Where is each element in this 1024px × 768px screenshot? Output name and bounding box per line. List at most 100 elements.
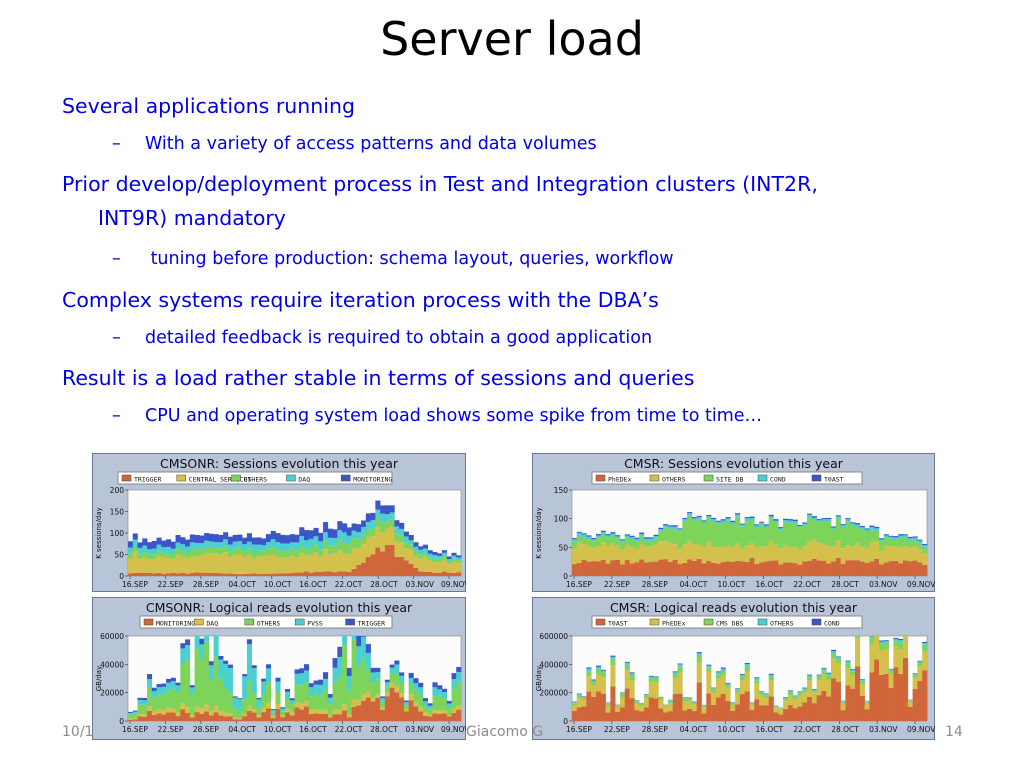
data-bar [677,693,683,721]
data-bar [864,562,870,576]
data-bar [629,680,635,699]
data-bar [147,674,153,680]
data-bar [643,697,650,708]
cmsonr-sessions-chart: CMSONR: Sessions evolution this yearTRIG… [92,453,466,592]
data-bar [180,544,186,552]
data-bar [816,560,822,576]
data-bar [227,551,233,557]
data-bar [422,705,428,713]
data-bar [384,521,390,529]
data-bar [792,708,798,721]
data-bar [624,538,630,545]
data-bar [399,682,405,694]
data-bar [394,673,400,687]
data-bar [199,555,205,573]
x-tick-label: 28.SEP [193,725,219,734]
data-bar [826,696,832,721]
data-bar [667,700,674,703]
data-bar [403,700,409,703]
data-bar [572,710,578,721]
legend-swatch [345,618,355,626]
data-bar [213,705,219,713]
dash-marker: – [112,328,121,348]
data-bar [648,546,654,562]
data-bar [600,542,606,560]
data-bar [720,668,726,671]
data-bar [917,680,923,721]
data-bar [831,653,837,658]
data-bar [375,509,381,517]
data-bar [342,532,348,543]
data-bar [232,697,238,709]
data-bar [619,540,626,543]
data-bar [361,658,367,695]
data-bar [204,704,210,712]
data-bar [572,538,578,540]
data-bar [807,696,813,721]
data-bar [778,528,784,531]
data-bar [332,529,338,539]
data-bar [735,513,741,515]
data-bar [754,527,760,548]
data-bar [137,704,143,715]
data-bar [142,572,148,576]
data-bar [151,573,157,576]
data-bar [365,513,371,522]
data-bar [304,670,310,683]
data-bar [289,704,295,713]
data-bar [399,542,405,557]
data-bar [715,563,722,576]
data-bar [572,702,578,704]
data-bar [132,717,138,720]
data-bar [132,719,138,721]
data-bar [361,535,367,545]
data-bar [869,636,875,639]
data-bar [807,680,813,697]
data-bar [682,521,688,545]
subbullet-text: CPU and operating system load shows some… [145,406,763,426]
data-bar [299,545,305,554]
data-bar [768,674,774,677]
data-bar [204,533,210,541]
data-bar [204,547,210,554]
subbullet-text: tuning before production: schema layout,… [145,249,674,269]
data-bar [624,662,630,665]
data-bar [308,554,314,573]
data-bar [888,535,894,537]
legend-label: OTHERS [662,476,686,484]
data-bar [151,548,157,555]
data-bar [634,710,640,721]
data-bar [864,547,870,563]
cmsr-sessions-chart: CMSR: Sessions evolution this yearPhEDEx… [532,453,935,592]
data-bar [456,560,462,563]
data-bar [778,564,784,576]
y-axis-label: GB/day [95,666,103,691]
data-bar [864,709,870,721]
data-bar [137,547,143,555]
data-bar [370,528,376,537]
data-bar [361,694,367,701]
data-bar [845,521,851,546]
data-bar [323,549,329,572]
data-bar [802,691,808,703]
data-bar [658,708,664,721]
data-bar [739,526,746,549]
data-bar [189,687,195,694]
x-tick-label: 04.OCT [228,580,256,589]
data-bar [361,562,367,576]
data-bar [437,710,443,714]
data-bar [323,532,329,540]
data-bar [864,701,870,702]
data-bar [394,692,400,721]
data-bar [299,709,305,721]
data-bar [408,684,414,695]
data-bar [610,665,616,687]
data-bar [384,528,390,546]
data-bar [667,529,674,543]
data-bar [251,544,257,553]
data-bar [874,636,880,660]
data-bar [232,541,238,549]
data-bar [408,700,414,721]
data-bar [787,519,793,521]
data-bar [437,555,443,559]
